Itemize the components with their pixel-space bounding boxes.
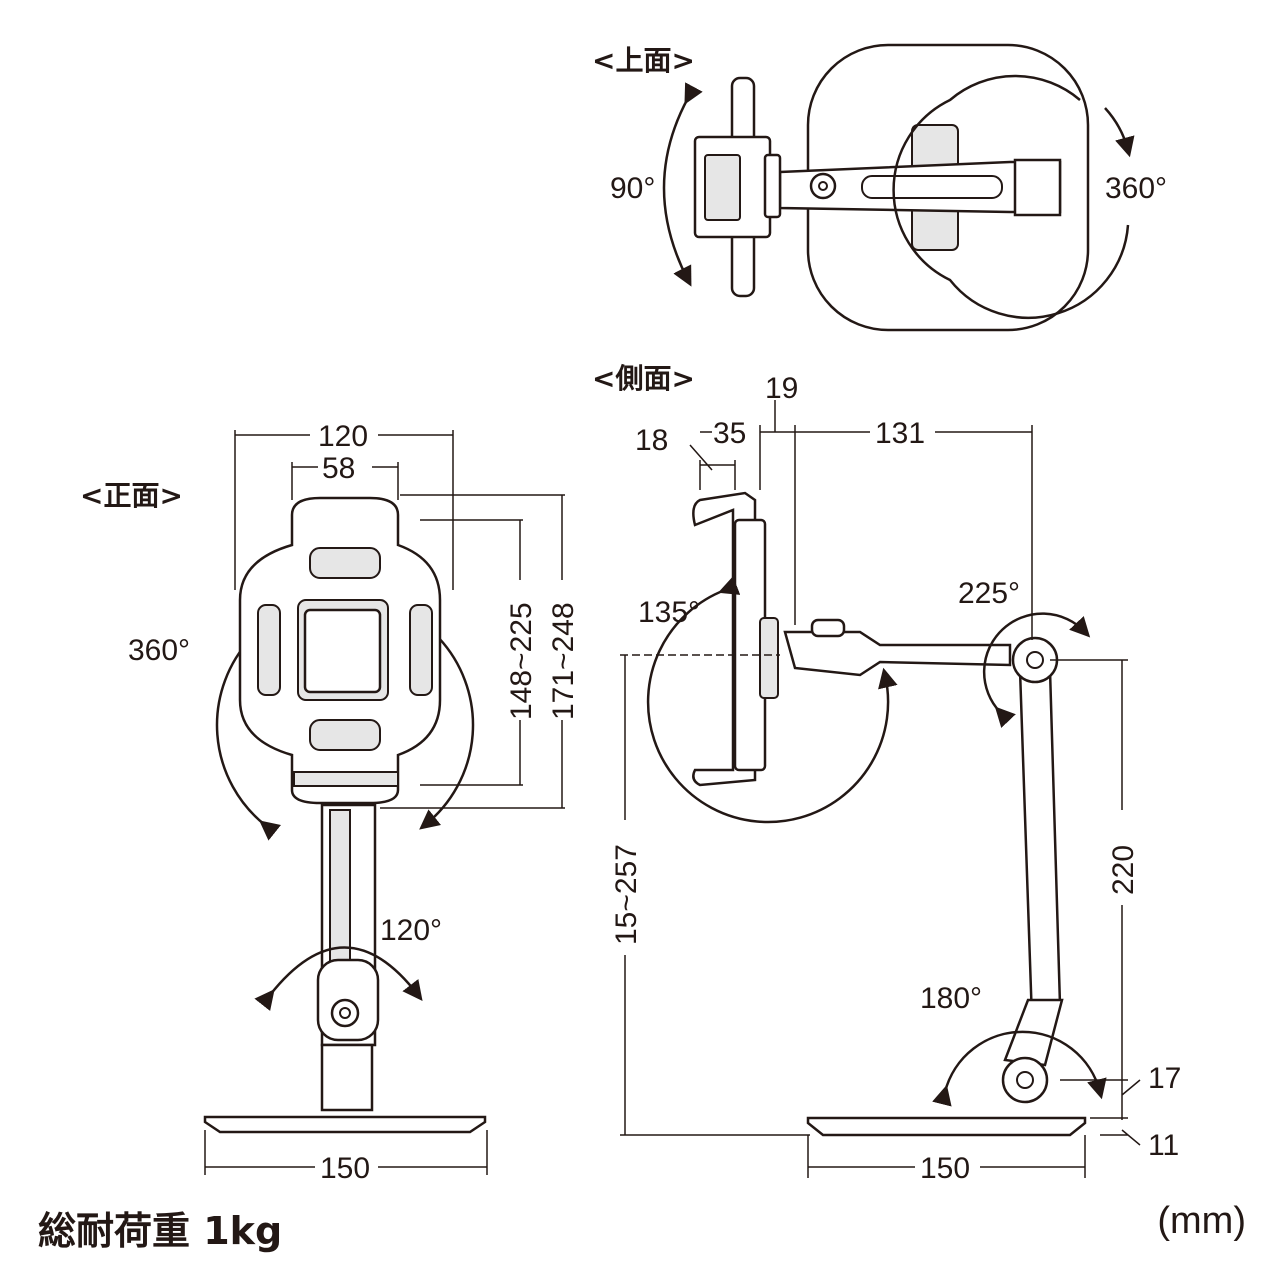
dim-131: 131 [875, 417, 925, 450]
side-angle-135: 135° [638, 596, 700, 629]
base-180-arrow [932, 1030, 1107, 1107]
dim-19: 19 [765, 372, 798, 405]
top-angle-90: 90° [610, 172, 655, 205]
dim-120: 120 [318, 420, 368, 453]
front-angle-360: 360° [128, 634, 190, 667]
dim-15-257: 15~257 [610, 844, 643, 945]
arm-joint [1013, 158, 1062, 217]
base-plate-side [806, 1116, 1087, 1137]
arm-slot [861, 175, 1003, 199]
dim-220: 220 [1107, 845, 1140, 895]
top-view: <上面> 90° 360° [592, 43, 1167, 332]
front-view-label: <正面> [80, 479, 183, 512]
top-angle-360: 360° [1105, 172, 1167, 205]
tilt-135-arrow [646, 576, 898, 824]
front-view: <正面> 360° 120° 120 58 148~225 171~248 15… [80, 420, 580, 1185]
dim-11: 11 [1148, 1129, 1179, 1162]
side-angle-225: 225° [958, 577, 1020, 610]
max-load-label: 総耐荷重 1kg [38, 1209, 283, 1253]
side-view: <側面> 135° 225° 180° 18 35 19 131 15~257 … [592, 362, 1181, 1185]
dim-side-base-150: 150 [920, 1152, 970, 1185]
side-view-label: <側面> [592, 362, 695, 395]
dim-58: 58 [322, 452, 355, 485]
top-view-label: <上面> [592, 44, 695, 77]
dim-front-base-150: 150 [320, 1152, 370, 1185]
arm-side [783, 630, 1012, 677]
pivot-knob-icon [330, 998, 360, 1028]
dim-17: 17 [1148, 1062, 1181, 1095]
knob-icon [809, 172, 837, 200]
base-plate [203, 1115, 487, 1134]
pole-side [1018, 668, 1062, 1023]
knob-icon [810, 618, 846, 638]
dim-18: 18 [635, 424, 668, 457]
base-pivot-knob-icon [1001, 1056, 1049, 1104]
rotate-360-arrow [892, 74, 1130, 319]
side-angle-180: 180° [920, 982, 982, 1015]
dim-148-225: 148~225 [505, 602, 538, 720]
unit-label: (mm) [1157, 1200, 1246, 1242]
dim-171-248: 171~248 [547, 602, 580, 720]
front-angle-120: 120° [380, 914, 442, 947]
dim-35: 35 [713, 417, 746, 450]
pivot-225-arrow [982, 612, 1091, 728]
swivel-120-arrow [254, 946, 423, 1012]
rotate-90-arrow [662, 82, 703, 287]
